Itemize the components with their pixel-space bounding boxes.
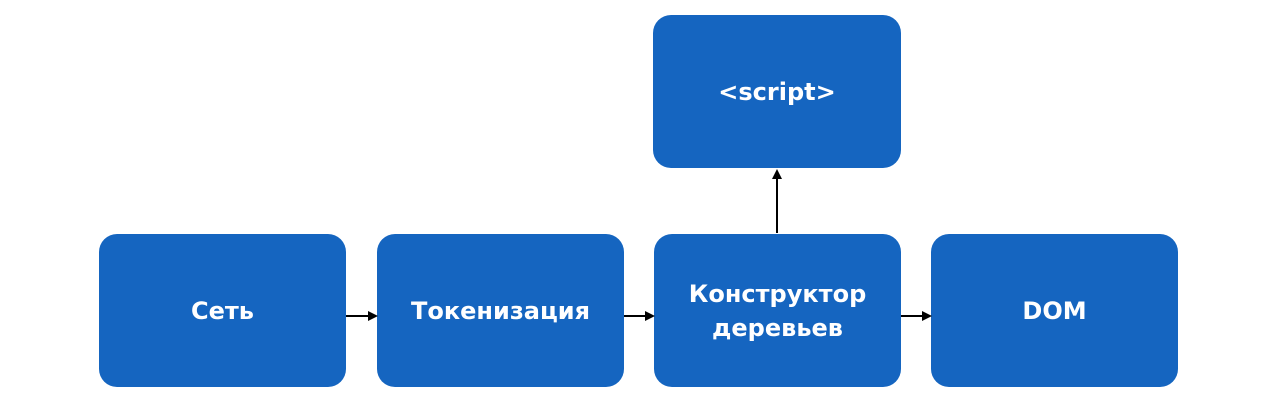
node-script-label: <script> [718, 77, 836, 106]
node-dom-label: DOM [1022, 296, 1087, 325]
node-tree-builder-label-line2: деревьев [712, 313, 843, 342]
node-script: <script> [653, 15, 901, 168]
node-tokenization-label: Токенизация [411, 296, 590, 325]
node-tree-builder-label-line1: Конструктор [688, 279, 867, 308]
node-tree-builder: Конструктор деревьев [654, 234, 901, 387]
node-network-label: Сеть [191, 296, 254, 325]
node-network: Сеть [99, 234, 346, 387]
node-dom: DOM [931, 234, 1178, 387]
node-tokenization: Токенизация [377, 234, 624, 387]
